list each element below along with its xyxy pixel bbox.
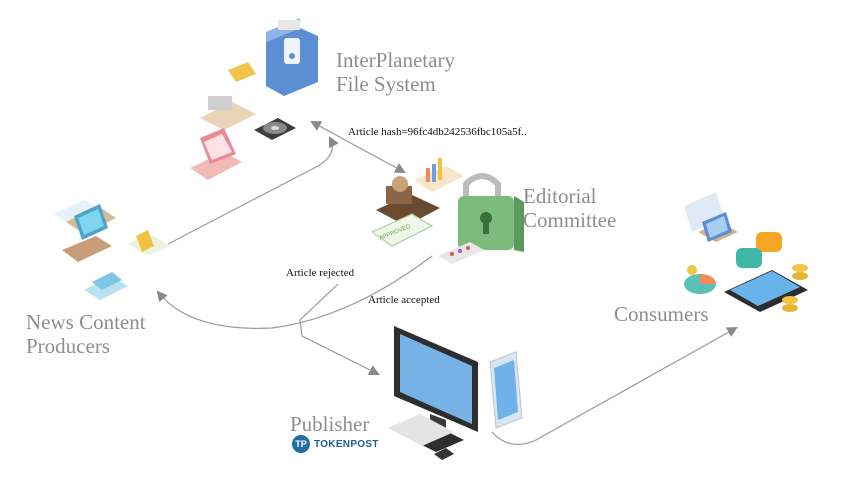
producers-to-ipfs-arrow <box>167 136 339 245</box>
ipfs-label-line2: File System <box>336 72 436 96</box>
publisher-illustration <box>388 326 523 460</box>
ipfs-label: InterPlanetary File System <box>336 48 455 96</box>
publisher-label: Publisher <box>290 412 370 436</box>
tokenpost-brand: TP TOKENPOST <box>292 435 379 453</box>
hash-label: Article hash=96fc4db242536fbc105a5f.. <box>348 126 527 138</box>
editorial-illustration: APPROVED <box>370 158 524 264</box>
consumers-label: Consumers <box>614 302 709 326</box>
producers-illustration <box>54 200 170 300</box>
tokenpost-logo-icon: TP <box>292 435 310 453</box>
tokenpost-name: TOKENPOST <box>314 438 379 450</box>
connectors <box>156 120 738 446</box>
producers-label-line2: Producers <box>26 334 110 358</box>
accepted-label: Article accepted <box>368 294 440 306</box>
rejected-label: Article rejected <box>286 267 355 279</box>
ipfs-illustration <box>190 18 318 180</box>
producers-label: News Content Producers <box>26 310 146 358</box>
consumers-illustration <box>684 192 808 312</box>
publisher-to-consumers-arrow <box>491 326 738 446</box>
editorial-label-line2: Committee <box>523 208 617 232</box>
editorial-label-line1: Editorial <box>523 184 597 208</box>
accepted-arrow <box>299 283 380 375</box>
producers-label-line1: News Content <box>26 310 146 334</box>
ipfs-label-line1: InterPlanetary <box>336 48 455 72</box>
rejected-arrow <box>156 255 433 329</box>
hash-arrow <box>310 120 406 174</box>
editorial-label: Editorial Committee <box>523 184 616 232</box>
